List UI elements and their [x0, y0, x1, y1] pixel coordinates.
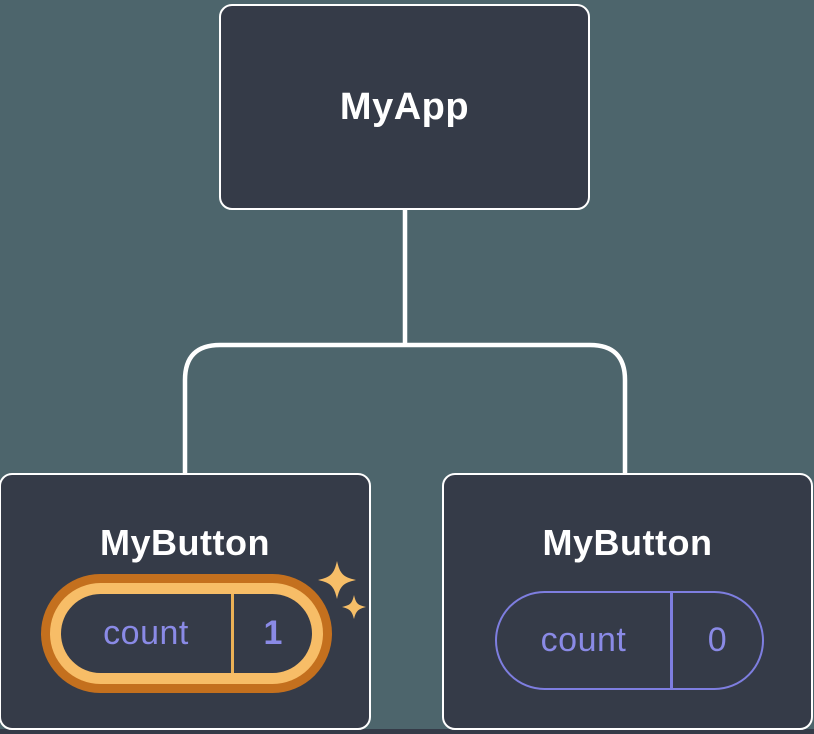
state-pill: count 0 [495, 591, 764, 690]
state-pill-gold-ring: count 1 [50, 583, 323, 684]
state-pill-highlighted: count 1 [41, 574, 332, 693]
child-node-button-1: MyButton count 1 [0, 473, 371, 730]
child-node-label: MyButton [100, 522, 270, 563]
pill-divider [670, 593, 673, 688]
state-value: 0 [707, 621, 727, 659]
root-node-label: MyApp [339, 85, 470, 128]
pill-divider [231, 594, 234, 673]
state-name-label: count [103, 614, 189, 652]
child-node-button-2: MyButton count 0 [442, 473, 813, 730]
state-value: 1 [263, 614, 283, 652]
state-name-label: count [540, 621, 627, 659]
bottom-edge-strip [0, 729, 814, 734]
child-node-label: MyButton [542, 522, 713, 563]
root-node: MyApp [219, 4, 590, 210]
